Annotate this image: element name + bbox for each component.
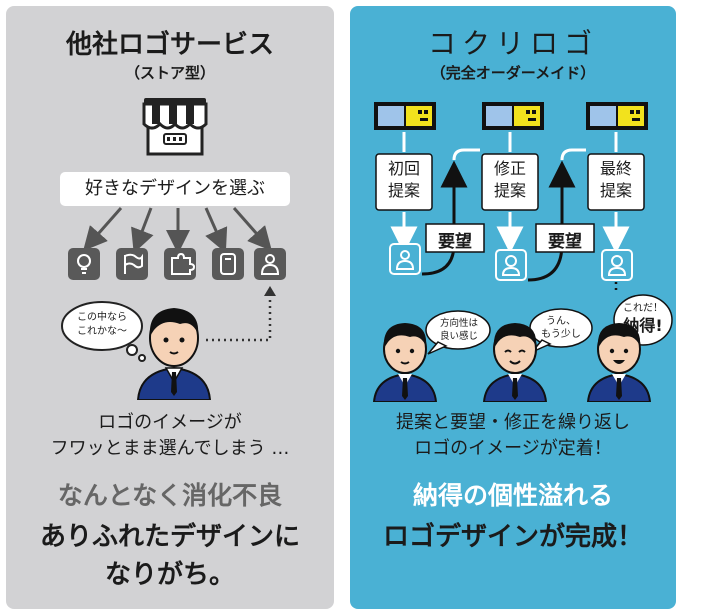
store-type-panel: 他社ロゴサービス （ストア型） 好きなデザインを選ぶ: [6, 6, 334, 609]
step-label-1: 初回提案: [387, 159, 420, 200]
right-caption: 提案と要望・修正を繰り返し ロゴのイメージが定着！: [396, 412, 630, 459]
request-label-2: 要望: [548, 232, 582, 252]
dotted-selection-arrow: [206, 286, 276, 342]
client-figure-3: [586, 323, 652, 402]
request-box-2: [535, 223, 595, 253]
client-figure-1: [372, 323, 438, 402]
client-icon-1: [389, 243, 421, 275]
thought-bubble-text: この中なら これかな～: [77, 312, 127, 337]
right-verdict-white: 納得の個性溢れる: [412, 481, 613, 510]
fan-arrows: [83, 207, 272, 254]
bubble-little-more-text: うん、もう少し: [541, 316, 581, 340]
logo-choices: [68, 248, 286, 280]
right-subtitle: （完全オーダーメイド）: [430, 64, 596, 82]
client-icon-3: [601, 249, 633, 281]
draft-logo-3: [586, 102, 648, 130]
request-box-1: [425, 223, 485, 253]
choose-design-label: 好きなデザインを選ぶ: [85, 178, 265, 199]
client-figure-2: [482, 323, 548, 402]
client-icon-2: [495, 249, 527, 281]
draft-logo-1: [374, 102, 436, 130]
step-box-1: [375, 153, 433, 211]
draft-logo-2: [482, 102, 544, 130]
bulb-icon: [68, 248, 100, 280]
choose-design-banner: 好きなデザインを選ぶ: [60, 172, 290, 206]
step-box-3: [587, 153, 645, 211]
thought-bubble: [61, 301, 146, 362]
left-title: 他社ロゴサービス: [65, 30, 274, 60]
person-icon: [254, 248, 286, 280]
left-verdict-gray: なんとなく消化不良: [57, 481, 283, 510]
proposal-flow: [374, 102, 648, 294]
left-verdict-main: ありふれたデザインに なりがち。: [39, 522, 300, 590]
request-label-1: 要望: [438, 232, 472, 252]
left-caption: ロゴのイメージが フワッとまま選んでしまう …: [50, 412, 290, 459]
kokuri-logo-title: コクリロゴ: [427, 27, 598, 60]
bubble-direction-good: [425, 310, 491, 355]
store-icon: [142, 98, 208, 156]
full-order-panel: コクリロゴ （完全オーダーメイド）: [350, 6, 676, 609]
step-label-2: 修正提案: [493, 159, 526, 200]
puzzle-icon: [164, 248, 196, 280]
businessman-figure: [136, 308, 212, 400]
left-subtitle: （ストア型）: [124, 64, 215, 82]
flag-icon: [116, 248, 148, 280]
phone-icon: [212, 248, 244, 280]
step-box-2: [481, 153, 539, 211]
bubble-direction-good-text: 方向性は良い感じ: [439, 318, 478, 342]
right-verdict-main: ロゴデザインが完成！: [382, 522, 643, 552]
step-label-3: 最終提案: [599, 159, 632, 200]
